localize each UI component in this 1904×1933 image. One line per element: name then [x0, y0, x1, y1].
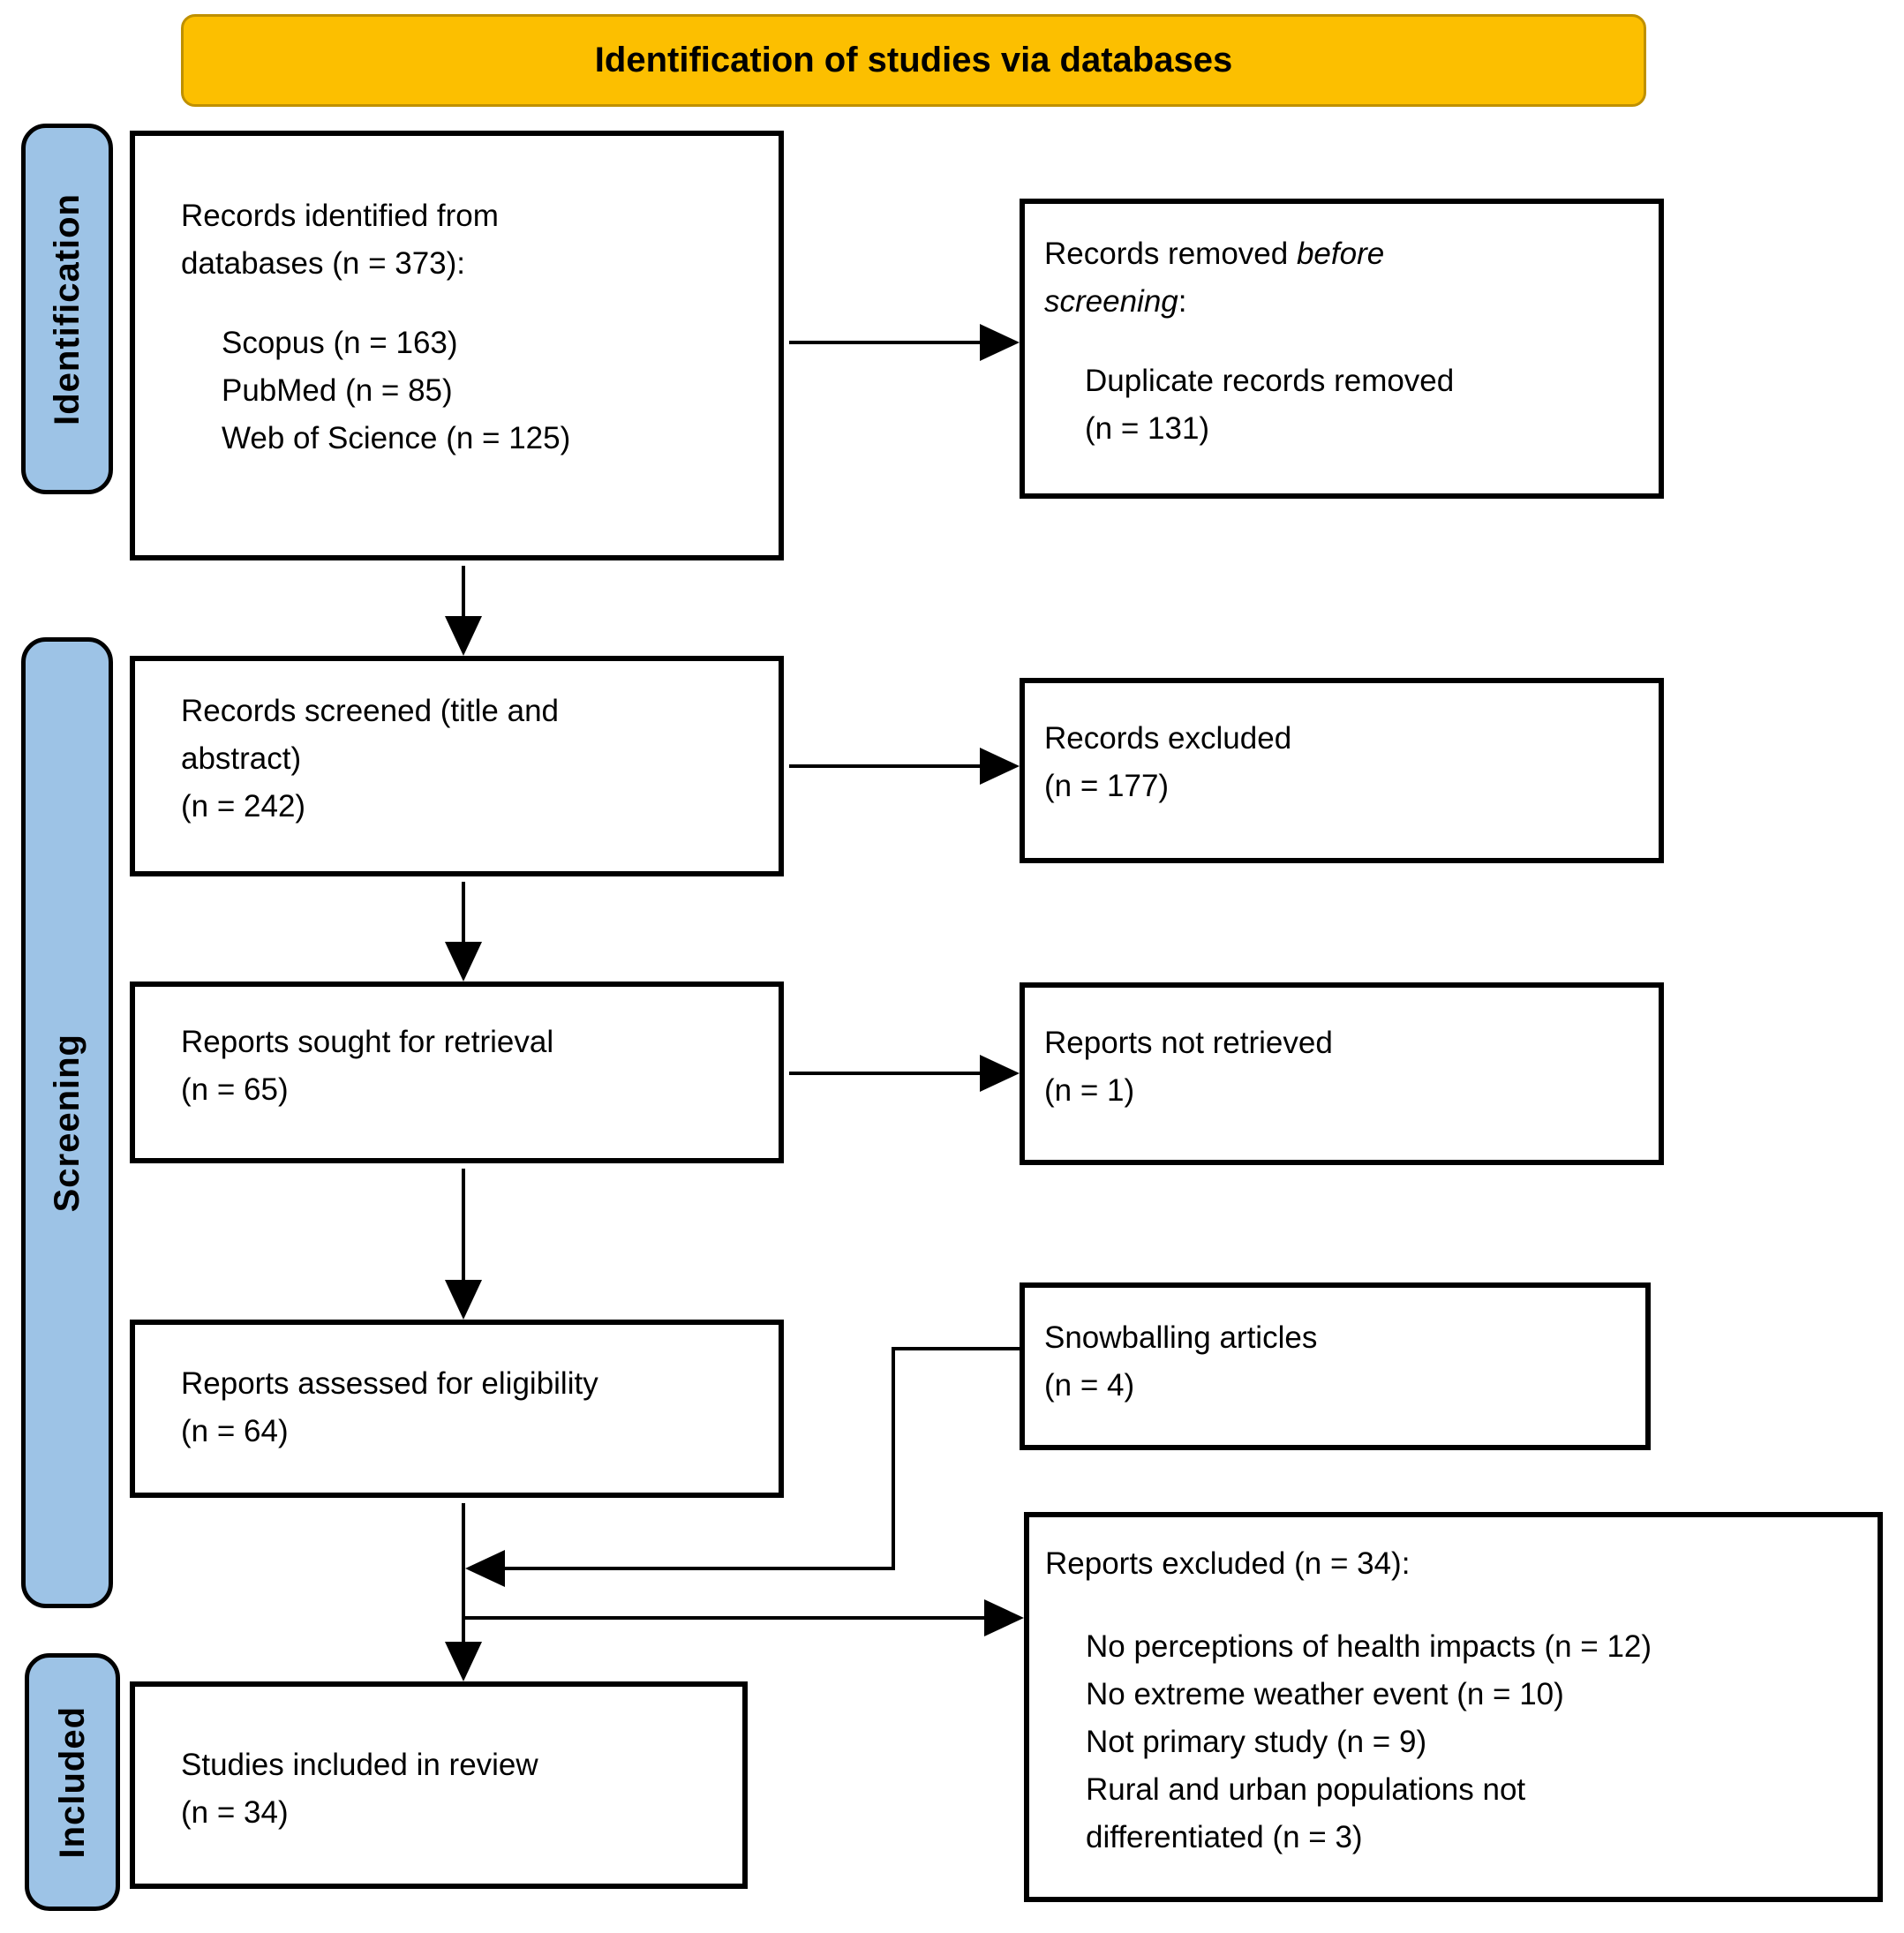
- box-text-line: Records screened (title and: [181, 694, 559, 728]
- removed-reason-item: Duplicate records removed: [1085, 364, 1455, 398]
- excluded-reason-list: No perceptions of health impacts (n = 12…: [1045, 1623, 1860, 1862]
- snowballing-connector-vertical-line: [892, 1347, 895, 1570]
- box-text-line: (n = 65): [181, 1072, 289, 1107]
- header-title: Identification of studies via databases: [594, 41, 1233, 79]
- excluded-reason-item: No extreme weather event (n = 10): [1086, 1677, 1564, 1711]
- database-item: PubMed (n = 85): [222, 373, 453, 408]
- arrow-identified-to-removed-line: [789, 341, 983, 344]
- records-screened-box: Records screened (title and abstract) (n…: [130, 656, 784, 876]
- stage-label-text: Screening: [47, 1033, 87, 1213]
- reports-not-retrieved-box: Reports not retrieved (n = 1): [1020, 982, 1664, 1165]
- box-text-line: Studies included in review: [181, 1748, 538, 1782]
- box-text-line: Reports sought for retrieval: [181, 1025, 554, 1059]
- stage-label-text: Included: [52, 1705, 92, 1859]
- excluded-reason-item: Rural and urban populations not: [1086, 1772, 1526, 1807]
- box-text-line: (n = 34): [181, 1795, 289, 1830]
- snowballing-connector-head: [465, 1550, 505, 1587]
- box-text-line: Reports excluded (n = 34):: [1045, 1546, 1411, 1581]
- snowballing-connector-top-line: [892, 1347, 1020, 1350]
- snowballing-connector-bottom-line: [503, 1567, 895, 1570]
- box-text-line: Records excluded: [1044, 721, 1292, 756]
- excluded-reason-item: Not primary study (n = 9): [1086, 1725, 1427, 1759]
- box-text-line: abstract): [181, 741, 302, 776]
- database-list: Scopus (n = 163) PubMed (n = 85) Web of …: [181, 320, 761, 463]
- header-banner: Identification of studies via databases: [181, 14, 1646, 107]
- arrow-sought-to-assessed-head: [445, 1280, 482, 1320]
- stage-label-identification: Identification: [21, 124, 113, 494]
- stage-label-text: Identification: [47, 192, 87, 425]
- box-text-line: Records identified from: [181, 199, 499, 233]
- arrow-identified-to-removed-head: [980, 324, 1020, 361]
- arrow-assessed-to-included-head: [445, 1642, 482, 1681]
- removed-reason-item: (n = 131): [1085, 411, 1210, 446]
- arrow-assessed-to-excluded-head: [984, 1599, 1024, 1636]
- box-text-line: Reports assessed for eligibility: [181, 1366, 598, 1401]
- box-text-line: Snowballing articles: [1044, 1320, 1318, 1355]
- box-text-line: (n = 242): [181, 789, 306, 824]
- arrow-screened-to-excluded-head: [980, 748, 1020, 785]
- reports-assessed-box: Reports assessed for eligibility (n = 64…: [130, 1320, 784, 1498]
- records-excluded-box: Records excluded (n = 177): [1020, 678, 1664, 863]
- stage-label-included: Included: [25, 1653, 120, 1911]
- box-text-line: (n = 64): [181, 1414, 289, 1448]
- box-text-line: Reports not retrieved: [1044, 1026, 1333, 1060]
- arrow-identified-to-screened-line: [462, 566, 465, 619]
- box-text-line: Records removed before: [1044, 237, 1385, 271]
- database-item: Scopus (n = 163): [222, 326, 458, 360]
- arrow-identified-to-screened-head: [445, 616, 482, 656]
- box-text-line: (n = 1): [1044, 1073, 1135, 1108]
- box-text-line: (n = 4): [1044, 1368, 1135, 1403]
- reports-sought-box: Reports sought for retrieval (n = 65): [130, 982, 784, 1163]
- arrow-screened-to-sought-line: [462, 882, 465, 944]
- box-text-line: (n = 177): [1044, 769, 1170, 803]
- arrow-sought-to-assessed-line: [462, 1169, 465, 1282]
- reports-excluded-box: Reports excluded (n = 34): No perception…: [1024, 1512, 1883, 1902]
- snowballing-articles-box: Snowballing articles (n = 4): [1020, 1282, 1651, 1450]
- removed-reason-list: Duplicate records removed (n = 131): [1044, 357, 1641, 453]
- database-item: Web of Science (n = 125): [222, 421, 571, 455]
- stage-label-screening: Screening: [21, 637, 113, 1608]
- arrow-assessed-to-excluded-line: [465, 1616, 984, 1620]
- box-text-line: screening:: [1044, 284, 1187, 319]
- arrow-screened-to-excluded-line: [789, 764, 983, 768]
- arrow-screened-to-sought-head: [445, 942, 482, 982]
- records-identified-box: Records identified from databases (n = 3…: [130, 131, 784, 560]
- studies-included-box: Studies included in review (n = 34): [130, 1681, 748, 1889]
- box-text-line: databases (n = 373):: [181, 246, 466, 281]
- arrow-assessed-to-included-line: [462, 1503, 465, 1643]
- excluded-reason-item: No perceptions of health impacts (n = 12…: [1086, 1629, 1652, 1664]
- arrow-sought-to-notretrieved-head: [980, 1055, 1020, 1092]
- arrow-sought-to-notretrieved-line: [789, 1072, 983, 1075]
- excluded-reason-item: differentiated (n = 3): [1086, 1820, 1363, 1854]
- records-removed-box: Records removed before screening: Duplic…: [1020, 199, 1664, 499]
